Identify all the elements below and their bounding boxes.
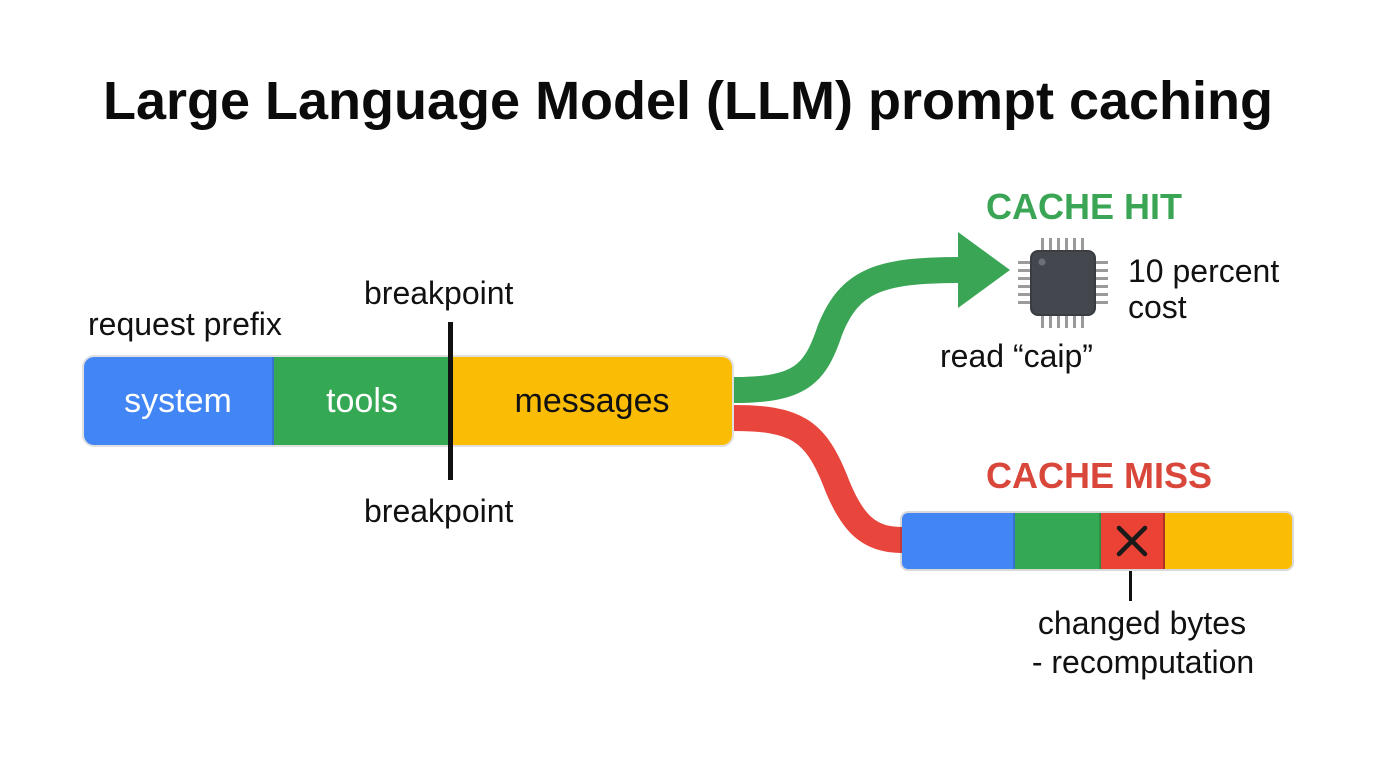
cache-miss-path: [733, 405, 903, 553]
cache-miss-heading: CACHE MISS: [986, 455, 1213, 496]
breakpoint-label-bottom: breakpoint: [364, 493, 514, 529]
segment-tools: tools: [274, 357, 452, 445]
cache-hit-arrowhead: [958, 232, 1010, 308]
miss-segment-system: [902, 513, 1015, 569]
hit-cost-line2: cost: [1128, 289, 1187, 325]
breakpoint-line: [448, 322, 453, 480]
cache-hit-heading: CACHE HIT: [986, 186, 1182, 227]
miss-segment-changed: [1101, 513, 1165, 569]
miss-segment-tools: [1015, 513, 1101, 569]
breakpoint-label-top: breakpoint: [364, 275, 514, 311]
hit-cost-line1: 10 percent: [1128, 253, 1280, 289]
segment-system: system: [84, 357, 274, 445]
segment-messages: messages: [452, 357, 732, 445]
miss-request-bar: [900, 511, 1294, 571]
request-bar: system tools messages: [82, 355, 734, 447]
miss-note-line2: - recomputation: [1031, 644, 1255, 680]
miss-segment-messages: [1165, 513, 1292, 569]
cpu-chip-icon: [1018, 238, 1108, 328]
cache-hit-path: [733, 257, 961, 403]
changed-bytes-tick: [1129, 571, 1132, 601]
request-prefix-label: request prefix: [88, 306, 282, 342]
hit-read-label: read “caip”: [940, 338, 1093, 374]
miss-note-line1: changed bytes: [1037, 605, 1247, 641]
x-mark-icon: [1116, 525, 1148, 557]
diagram-title: Large Language Model (LLM) prompt cachin…: [102, 71, 1274, 131]
